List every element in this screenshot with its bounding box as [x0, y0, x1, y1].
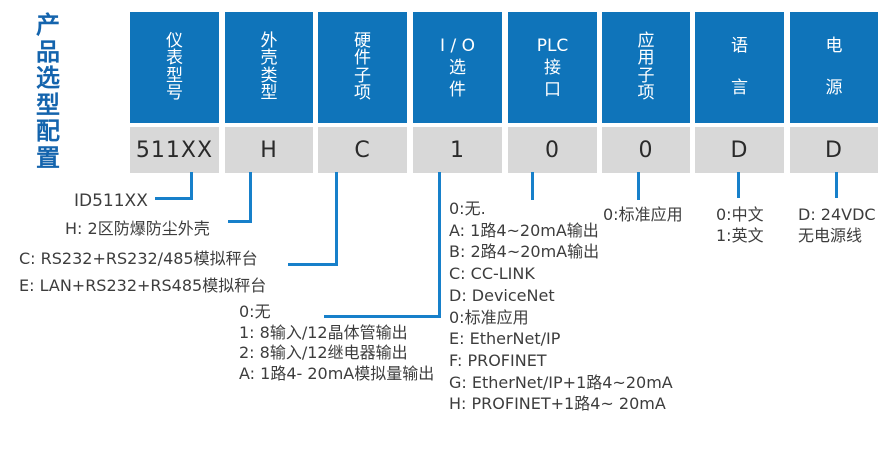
- connector-enclosure-horizontal: [228, 220, 252, 223]
- connector-model-vertical: [190, 172, 193, 200]
- annotation-model-code: ID511XX: [74, 191, 148, 211]
- annotation-power-options: D: 24VDC 无电源线: [798, 205, 876, 245]
- column-value-enclosure-type: H: [225, 127, 313, 173]
- annotation-hardware-options: C: RS232+RS232/485模拟秤台 E: LAN+RS232+RS48…: [19, 249, 267, 295]
- connector-plc-vertical: [531, 172, 534, 200]
- column-header-language: 语 言: [695, 12, 784, 123]
- connector-power-vertical: [835, 172, 838, 198]
- column-header-application-subitem: 应 用 子 项: [602, 12, 690, 123]
- connector-io-horizontal: [324, 315, 441, 318]
- column-header-enclosure-type: 外 壳 类 型: [225, 12, 313, 123]
- column-value-language: D: [695, 127, 784, 173]
- annotation-language-options: 0:中文 1:英文: [716, 205, 764, 245]
- column-value-io-option: 1: [413, 127, 502, 173]
- column-value-power-supply: D: [790, 127, 878, 173]
- column-header-plc-interface: PLC 接 口: [508, 12, 597, 123]
- column-value-plc-interface: 0: [508, 127, 597, 173]
- annotation-io-options: 0:无 1: 8输入/12晶体管输出 2: 8输入/12继电器输出 A: 1路4…: [239, 302, 435, 383]
- column-header-instrument-model: 仪 表 型 号: [130, 12, 219, 123]
- column-header-hardware-subitem: 硬 件 子 项: [318, 12, 407, 123]
- connector-model-horizontal: [155, 197, 193, 200]
- connector-language-vertical: [737, 172, 740, 198]
- annotation-application-options: 0:标准应用: [603, 205, 683, 224]
- connector-io-vertical: [438, 172, 441, 318]
- connector-enclosure-vertical: [249, 172, 252, 223]
- column-header-power-supply: 电 源: [790, 12, 878, 123]
- connector-hardware-vertical: [335, 172, 338, 266]
- annotation-plc-options: 0:无. A: 1路4~20mA输出 B: 2路4~20mA输出 C: CC-L…: [449, 199, 673, 414]
- column-value-application-subitem: 0: [602, 127, 690, 173]
- column-value-instrument-model: 511XX: [130, 127, 219, 173]
- column-value-hardware-subitem: C: [318, 127, 407, 173]
- connector-application-vertical: [637, 172, 640, 200]
- page-title: 产 品 选 型 配 置: [36, 11, 60, 172]
- annotation-enclosure-options: H: 2区防爆防尘外壳: [65, 219, 210, 238]
- connector-hardware-horizontal: [288, 263, 338, 266]
- column-header-io-option: I / O 选 件: [413, 12, 502, 123]
